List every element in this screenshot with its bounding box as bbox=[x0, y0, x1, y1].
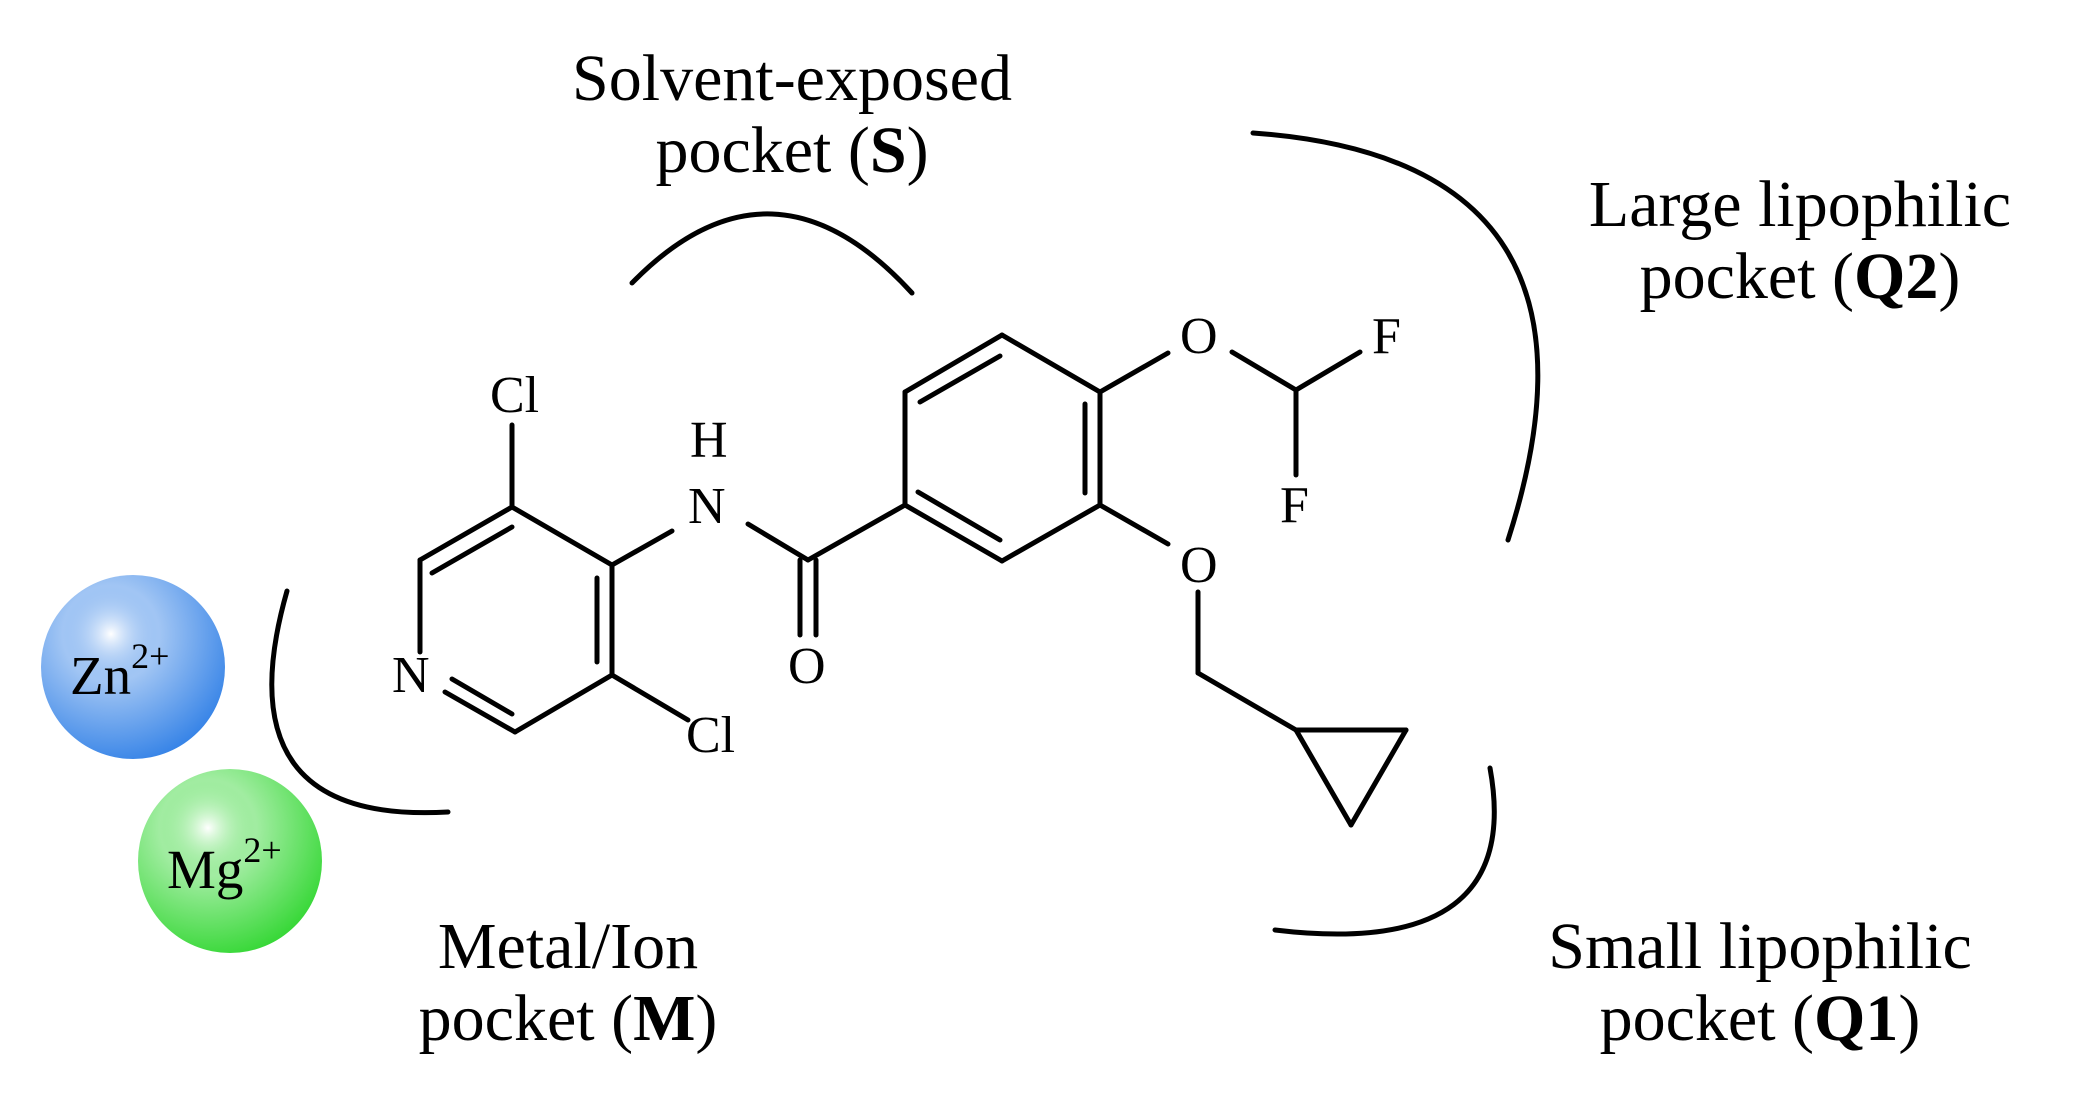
bond-ring-o-bottom bbox=[1097, 502, 1171, 547]
atom-cl-bottom: Cl bbox=[686, 707, 735, 764]
metal-ion-pocket-label: Metal/Ion bbox=[438, 910, 698, 983]
small-lipophilic-pocket-label-line2: pocket (Q1) bbox=[1600, 982, 1921, 1055]
small-lipophilic-pocket-code: Q1 bbox=[1814, 982, 1898, 1055]
zinc-ion-label: Zn2+ bbox=[70, 636, 169, 706]
bond-c5-cl bbox=[609, 672, 691, 723]
bond-c4-nh bbox=[609, 528, 675, 568]
atom-n-amide: N bbox=[688, 478, 726, 535]
atom-f-top: F bbox=[1372, 308, 1401, 365]
atom-cl-top: Cl bbox=[490, 367, 539, 424]
magnesium-ion-label: Mg2+ bbox=[167, 830, 282, 900]
metal-ion-pocket-label-line2: pocket (M) bbox=[419, 982, 718, 1055]
bond-c-f-top bbox=[1293, 349, 1363, 393]
atom-h-amide: H bbox=[690, 412, 728, 469]
metal-ion-pocket-arc bbox=[269, 588, 451, 816]
atom-o-ether-top: O bbox=[1180, 308, 1218, 365]
zinc-ion-sphere bbox=[41, 575, 225, 759]
solvent-pocket-label: Solvent-exposed bbox=[572, 42, 1012, 115]
benzene-ring bbox=[902, 332, 1103, 564]
cyclopropyl-ring bbox=[1293, 727, 1409, 828]
large-lipophilic-pocket-label: Large lipophilic bbox=[1589, 168, 2011, 241]
large-lipophilic-pocket-label-line2: pocket (Q2) bbox=[1640, 240, 1961, 313]
solvent-pocket-code: S bbox=[870, 114, 907, 187]
bond-ring-o-top bbox=[1097, 350, 1171, 395]
atom-o-ether-bottom: O bbox=[1180, 537, 1218, 594]
large-lipophilic-pocket-arc bbox=[1250, 130, 1541, 543]
small-lipophilic-pocket-label: Small lipophilic bbox=[1548, 910, 1972, 983]
solvent-pocket-arc bbox=[629, 211, 915, 296]
atom-n-pyridine: N bbox=[392, 647, 430, 704]
large-lipophilic-pocket-code: Q2 bbox=[1854, 240, 1938, 313]
pyridine-ring bbox=[417, 504, 615, 735]
bond-o-chf2 bbox=[1229, 349, 1299, 393]
atom-f-bottom: F bbox=[1280, 477, 1309, 534]
bond-nh-carbonyl bbox=[745, 521, 811, 563]
magnesium-ion-sphere bbox=[138, 769, 322, 953]
bond-carbonyl-ring bbox=[805, 502, 908, 563]
metal-ion-pocket-code: M bbox=[633, 982, 695, 1055]
atom-o-carbonyl: O bbox=[788, 638, 826, 695]
small-lipophilic-pocket-arc bbox=[1272, 765, 1497, 937]
bond-ch2-cyclopropyl bbox=[1195, 670, 1299, 733]
solvent-pocket-label-line2: pocket (S) bbox=[655, 114, 928, 187]
